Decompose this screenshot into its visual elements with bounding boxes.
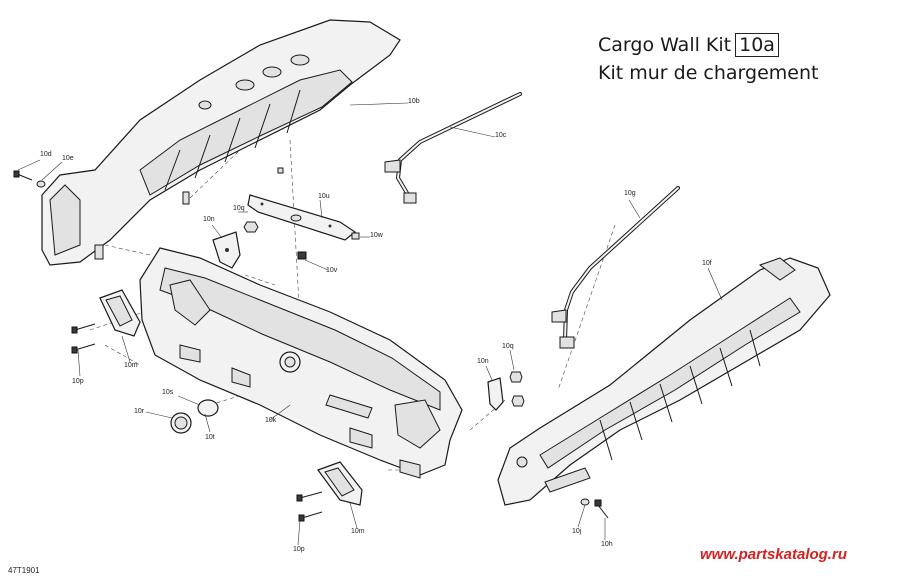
callout-10e: 10e — [62, 155, 74, 162]
callout-10b: 10b — [408, 98, 420, 105]
callout-10p-right: 10p — [293, 546, 305, 553]
bracket-10n-left — [212, 231, 241, 269]
callout-10q-right: 10q — [502, 343, 514, 350]
kit-title-text: Cargo Wall Kit — [598, 34, 732, 56]
figure-reference: 47T1901 — [8, 566, 40, 575]
fastener-10w — [351, 232, 360, 240]
washer-10j — [580, 498, 590, 506]
callout-10p-left: 10p — [72, 378, 84, 385]
callout-10c: 10c — [495, 132, 507, 139]
callout-10n-right: 10n — [477, 358, 489, 365]
bracket-10n-right — [487, 377, 504, 411]
disc-10s — [197, 399, 219, 417]
callout-10k: 10k — [265, 417, 277, 424]
rod-10g — [551, 186, 680, 349]
screw-10d — [13, 170, 33, 181]
callout-10w: 10w — [370, 232, 383, 239]
screw-10h — [594, 499, 609, 519]
watermark: www.partskatalog.ru — [700, 546, 847, 563]
nut-10q-right — [509, 371, 523, 383]
latch-10m-left — [99, 289, 141, 337]
screw-10p-bottom — [298, 511, 323, 522]
callout-10u: 10u — [318, 193, 330, 200]
latch-10m-right — [317, 461, 363, 506]
callout-10r: 10r — [134, 408, 145, 415]
screw-10p-upper — [71, 323, 96, 334]
callout-10j: 10j — [572, 528, 582, 535]
nut-10v — [297, 251, 307, 260]
logo-disc-10r — [170, 412, 192, 434]
leader-lines — [17, 102, 723, 546]
washer-10e — [36, 180, 46, 188]
nut-right-lower — [511, 395, 525, 407]
callout-10h: 10h — [601, 541, 613, 548]
callout-10f: 10f — [702, 260, 712, 267]
kit-reference-box: 10a — [735, 33, 779, 57]
callout-10t: 10t — [205, 434, 215, 441]
cargo-wall-main-10k — [139, 247, 463, 479]
bracket-plate-10u — [247, 194, 357, 241]
kit-title-french: Kit mur de chargement — [598, 62, 819, 84]
callout-10m-left: 10m — [124, 362, 138, 369]
cargo-wall-right-10f — [497, 257, 831, 506]
screw-10p-mid — [71, 343, 96, 354]
callout-10n-left: 10n — [203, 216, 215, 223]
nut-10q-upper — [243, 221, 259, 233]
cargo-wall-left-part — [41, 19, 401, 266]
pin-top — [277, 167, 284, 174]
callout-10v: 10v — [326, 267, 338, 274]
callout-10m-right: 10m — [351, 528, 365, 535]
callout-10g: 10g — [624, 190, 636, 197]
callout-10d: 10d — [40, 151, 52, 158]
callout-10s: 10s — [162, 389, 174, 396]
screw-10p-lower — [296, 491, 323, 502]
callout-10q-upper: 10q — [233, 205, 245, 212]
rod-10c — [384, 92, 522, 204]
